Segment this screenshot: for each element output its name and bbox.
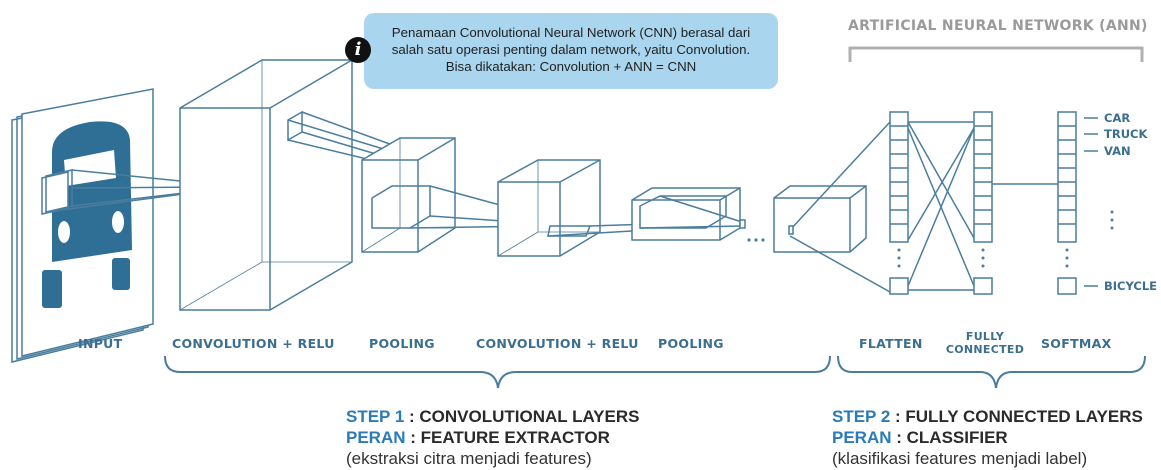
- info-line-2: salah satu operasi penting dalam network…: [391, 42, 751, 57]
- output-bicycle: BICYCLE: [1104, 279, 1158, 293]
- info-icon: i: [345, 37, 371, 63]
- car-icon: [42, 121, 132, 308]
- info-text: Penamaan Convolutional Neural Network (C…: [364, 24, 778, 75]
- ellipsis-dots: [747, 210, 1114, 268]
- step1-role-key: PERAN: [346, 428, 406, 447]
- info-line-3: Bisa dikatakan: Convolution + ANN = CNN: [445, 59, 697, 74]
- label-fc-line2: CONNECTED: [945, 343, 1025, 356]
- step2-title: STEP 2 : FULLY CONNECTED LAYERS: [832, 406, 1143, 427]
- label-fc-line1: FULLY: [965, 330, 1005, 343]
- step2-role: PERAN : CLASSIFIER: [832, 427, 1143, 448]
- step1-value: : CONVOLUTIONAL LAYERS: [409, 407, 640, 426]
- label-pool2: POOLING: [658, 336, 724, 351]
- flatten-column: [889, 111, 909, 295]
- fc-column: [973, 111, 993, 295]
- output-van: VAN: [1104, 144, 1131, 158]
- softmax-column: [1057, 111, 1077, 295]
- step2-role-key: PERAN: [832, 428, 892, 447]
- step1-note: (ekstraksi citra menjadi features): [346, 449, 592, 468]
- ann-title: ARTIFICIAL NEURAL NETWORK (ANN): [848, 18, 1148, 34]
- label-flatten: FLATTEN: [859, 336, 923, 351]
- label-pool1: POOLING: [369, 336, 435, 351]
- step2-block: STEP 2 : FULLY CONNECTED LAYERS PERAN : …: [832, 406, 1143, 469]
- step2-note: (klasifikasi features menjadi label): [832, 449, 1088, 468]
- info-callout: Penamaan Convolutional Neural Network (C…: [364, 13, 778, 89]
- conv1-volume: [179, 59, 353, 311]
- step1-key: STEP 1: [346, 407, 405, 426]
- label-conv1: CONVOLUTION + RELU: [172, 336, 335, 351]
- conv2-volume: [497, 159, 601, 257]
- info-line-1: Penamaan Convolutional Neural Network (C…: [391, 25, 751, 40]
- feature-volume: [773, 185, 867, 253]
- step2-key: STEP 2: [832, 407, 891, 426]
- output-truck: TRUCK: [1104, 127, 1148, 141]
- label-softmax: SOFTMAX: [1041, 336, 1112, 351]
- label-input: INPUT: [78, 336, 123, 351]
- step2-value: : FULLY CONNECTED LAYERS: [895, 407, 1143, 426]
- step1-role: PERAN : FEATURE EXTRACTOR: [346, 427, 639, 448]
- label-conv2: CONVOLUTION + RELU: [476, 336, 639, 351]
- output-car: CAR: [1104, 111, 1131, 125]
- step1-role-value: : FEATURE EXTRACTOR: [410, 428, 610, 447]
- label-fully-connected: FULLY CONNECTED: [940, 330, 1030, 356]
- step1-title: STEP 1 : CONVOLUTIONAL LAYERS: [346, 406, 639, 427]
- step1-block: STEP 1 : CONVOLUTIONAL LAYERS PERAN : FE…: [346, 406, 639, 469]
- step2-role-value: : CLASSIFIER: [896, 428, 1008, 447]
